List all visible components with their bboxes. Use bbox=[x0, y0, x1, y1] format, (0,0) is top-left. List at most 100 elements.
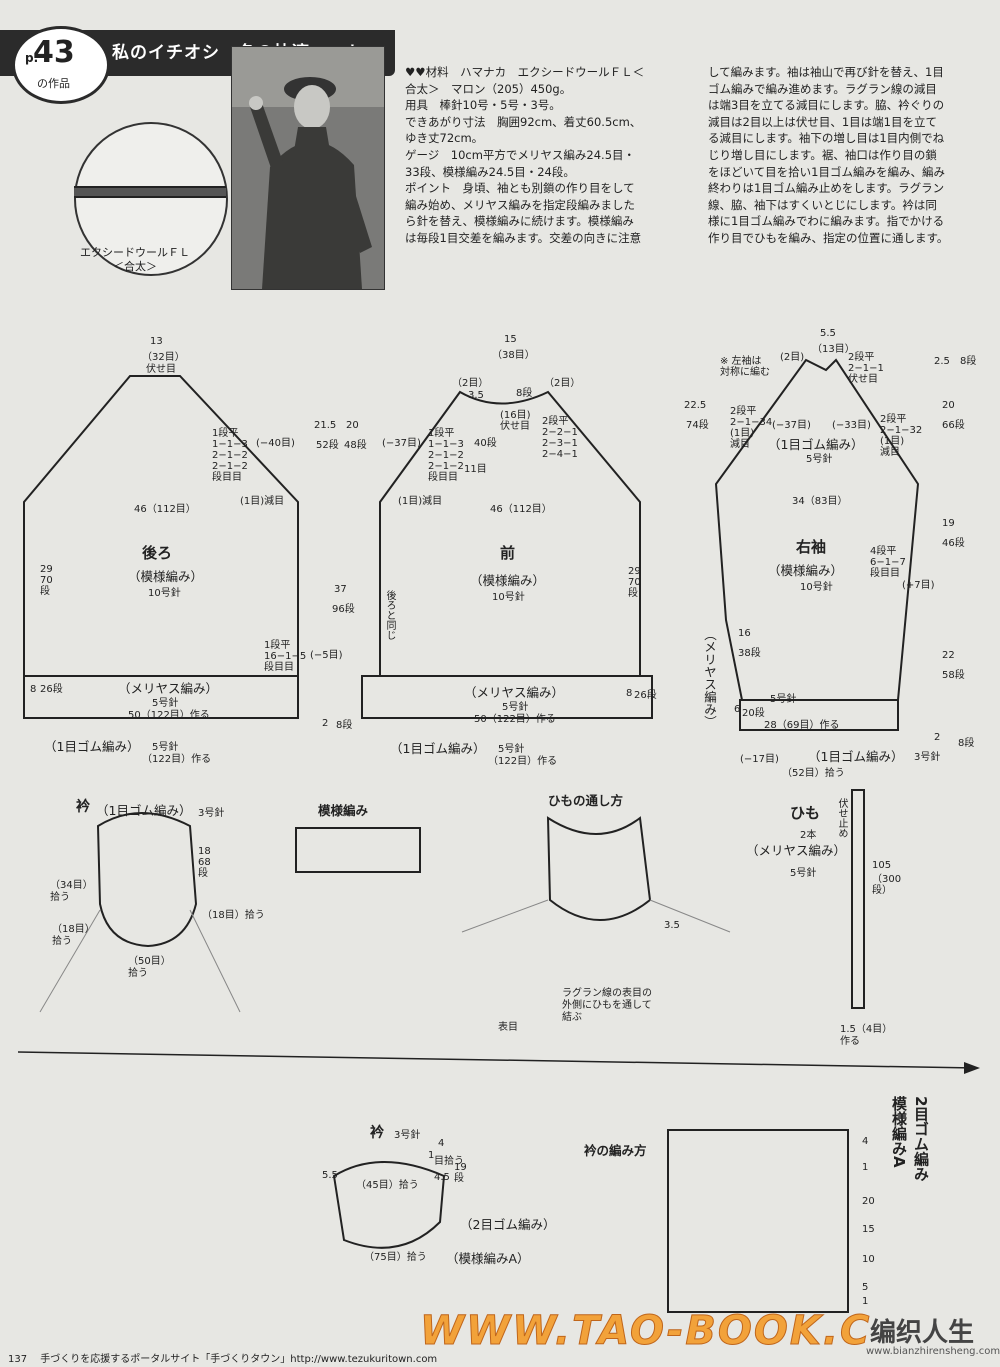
front-neck-rows: 8段 bbox=[516, 388, 533, 399]
instructions-text: して編みます。袖は袖山で再び針を替え、1目 ゴム編みで編み進めます。ラグラン線の… bbox=[708, 64, 990, 247]
yarn-strand bbox=[74, 186, 226, 198]
materials-line: ゲージ 10cm平方でメリヤス編み24.5目・ bbox=[405, 147, 636, 162]
front-neck-shape: 2段平 2−2−1 2−3−1 2−4−1 bbox=[542, 416, 578, 460]
back-misc: (1目)減目 bbox=[240, 496, 285, 507]
sleeve-rib: （1目ゴム編み） bbox=[808, 749, 904, 764]
instructions-line: 減目は2目以上は伏せ目、1目は端1目を立て bbox=[708, 114, 937, 129]
footer: 137 手づくりを応援するポータルサイト「手づくりタウン」http://www.… bbox=[8, 1350, 437, 1365]
collar-chart-title: 衿の編み方 bbox=[584, 1143, 647, 1158]
materials-line: ゆき丈72cm。 bbox=[405, 131, 484, 146]
front-top-cm: 15 bbox=[504, 334, 517, 345]
sleeve-needle: 10号針 bbox=[800, 582, 833, 593]
collar2-d2: 1 bbox=[428, 1150, 435, 1161]
collar1-left2: （18目） 拾う bbox=[52, 924, 95, 947]
sleeve-cuff: (−17目) bbox=[740, 754, 779, 765]
front-width: 46（112目） bbox=[490, 504, 552, 515]
sleeve-h1: 2.5 bbox=[934, 356, 950, 367]
arrow-right-icon bbox=[964, 1062, 980, 1074]
front-stock-needle: 5号針 bbox=[502, 702, 529, 713]
back-top-note: 伏せ目 bbox=[146, 364, 176, 375]
sleeve-name: 右袖 bbox=[796, 538, 827, 556]
front-h3: 8 bbox=[626, 688, 633, 699]
back-top-cm: 13 bbox=[150, 336, 163, 347]
chart-row-label: 10 bbox=[862, 1254, 875, 1265]
sleeve-stock-needle: 5号針 bbox=[770, 694, 797, 705]
page-number-badge: p. 43 の作品 bbox=[12, 26, 110, 104]
back-raglan: 1段平 1−1−3 2−1−2 2−1−2 段目目 bbox=[212, 428, 248, 483]
sleeve-note: ※ 左袖は 対称に編む bbox=[720, 356, 770, 378]
himo-count: 2本 bbox=[800, 830, 817, 841]
collar2-d6: 目拾う bbox=[434, 1156, 464, 1167]
back-stock: （メリヤス編み） bbox=[118, 681, 219, 696]
sleeve-rib-top-needle: 5号針 bbox=[806, 454, 833, 465]
sleeve-h2: 20 bbox=[942, 400, 955, 411]
collar2-st2: （75目）拾う bbox=[364, 1252, 427, 1263]
collar1-guide bbox=[39, 909, 101, 1013]
collar1-title: 衿 bbox=[76, 799, 90, 815]
collar-chart-side-label: 2目ゴム編み 模様編みA bbox=[890, 1096, 930, 1182]
sleeve-top-cm: 5.5 bbox=[820, 328, 836, 339]
front-rib-st: （122目）作る bbox=[488, 756, 558, 767]
sleeve-rib-outline bbox=[739, 699, 899, 731]
front-name: 前 bbox=[500, 544, 516, 562]
chart-row-label: 20 bbox=[862, 1196, 875, 1207]
back-outline bbox=[23, 375, 299, 677]
footer-page-number: 137 bbox=[8, 1354, 28, 1365]
back-h5b: 8段 bbox=[336, 720, 353, 731]
chart-row-label: 1 bbox=[862, 1162, 869, 1173]
sleeve-top-st: （13目） bbox=[812, 344, 855, 355]
back-misc3: 1段平 16−1−5 段目目 bbox=[264, 640, 307, 673]
back-h1: 21.5 bbox=[314, 420, 337, 431]
himo-pattern: （メリヤス編み） bbox=[746, 843, 847, 858]
sleeve-h6: 6 bbox=[734, 704, 741, 715]
sleeve-right-raglan: 2段平 2−1−32 (1目) 減目 bbox=[880, 414, 923, 458]
sleeve-h0: 22.5 bbox=[684, 400, 707, 411]
front-stock-st: 50（122目）作る bbox=[474, 714, 556, 725]
front-pattern: （模様編み） bbox=[470, 573, 546, 588]
instructions-line: は端3目を立てる減目にします。脇、衿ぐりの bbox=[708, 98, 945, 113]
back-dec: (−40目) bbox=[256, 438, 295, 449]
collar2-d5: 19 段 bbox=[454, 1162, 467, 1184]
footer-text: 手づくりを応援するポータルサイト「手づくりタウン」http://www.tezu… bbox=[40, 1354, 438, 1365]
sleeve-h7: 2 bbox=[934, 732, 941, 743]
sleeve-rib-top: （1目ゴム編み） bbox=[768, 437, 864, 452]
back-h2: 20 bbox=[346, 420, 359, 431]
himo-outline bbox=[851, 789, 865, 1009]
back-rib-outline bbox=[23, 675, 299, 719]
collar2-d4: 4.5 bbox=[434, 1172, 450, 1183]
watermark-site: WWW.TAO-BOOK.C bbox=[419, 1308, 872, 1355]
collar2-patternA: （模様編みA） bbox=[446, 1251, 530, 1266]
back-h4b: 26段 bbox=[40, 684, 63, 695]
back-h3: 37 bbox=[334, 584, 347, 595]
cord-guide bbox=[461, 899, 549, 933]
back-misc2: (−5目) bbox=[310, 650, 343, 661]
materials-line: 用具 棒針10号・5号・3号。 bbox=[405, 98, 561, 113]
sleeve-h0b: 74段 bbox=[686, 420, 709, 431]
sleeve-rib-st: （52目）拾う bbox=[782, 768, 845, 779]
collar2-d3: 4 bbox=[438, 1138, 445, 1149]
instructions-line: をほどいて目を拾い1目ゴム編みを編み、編み bbox=[708, 164, 945, 179]
back-side: 29 70 段 bbox=[40, 564, 53, 597]
back-name: 後ろ bbox=[142, 544, 173, 562]
himo-title: ひも bbox=[790, 804, 821, 822]
instructions-line: 様に1目ゴム編みでわに編みます。指でかける bbox=[708, 214, 945, 229]
pattern-title: 模様編み bbox=[318, 803, 369, 818]
front-neck-left: （2目） bbox=[452, 378, 489, 389]
instructions-line: ゴム編みで編み進めます。ラグラン線の減目 bbox=[708, 81, 937, 96]
collar1-left-st: （34目） 拾う bbox=[50, 880, 93, 903]
cord-neck-outline bbox=[546, 816, 652, 921]
back-h2b: 48段 bbox=[344, 440, 367, 451]
sleeve-dec-left: (−37目) bbox=[772, 420, 811, 431]
sleeve-pattern: （模様編み） bbox=[768, 563, 844, 578]
sleeve-h5b: 38段 bbox=[738, 648, 761, 659]
back-stock-needle: 5号針 bbox=[152, 698, 179, 709]
himo-rows: （300 段） bbox=[872, 874, 902, 896]
chart-row-label: 15 bbox=[862, 1224, 875, 1235]
materials-line: は毎段1目交差を編みます。交差の向きに注意 bbox=[405, 230, 642, 245]
back-width: 46（112目） bbox=[134, 504, 196, 515]
yarn-label-weight: ＜合太＞ bbox=[113, 260, 157, 273]
section-divider bbox=[17, 1051, 977, 1069]
model-photo-image bbox=[232, 47, 384, 289]
back-h1b: 52段 bbox=[316, 440, 339, 451]
